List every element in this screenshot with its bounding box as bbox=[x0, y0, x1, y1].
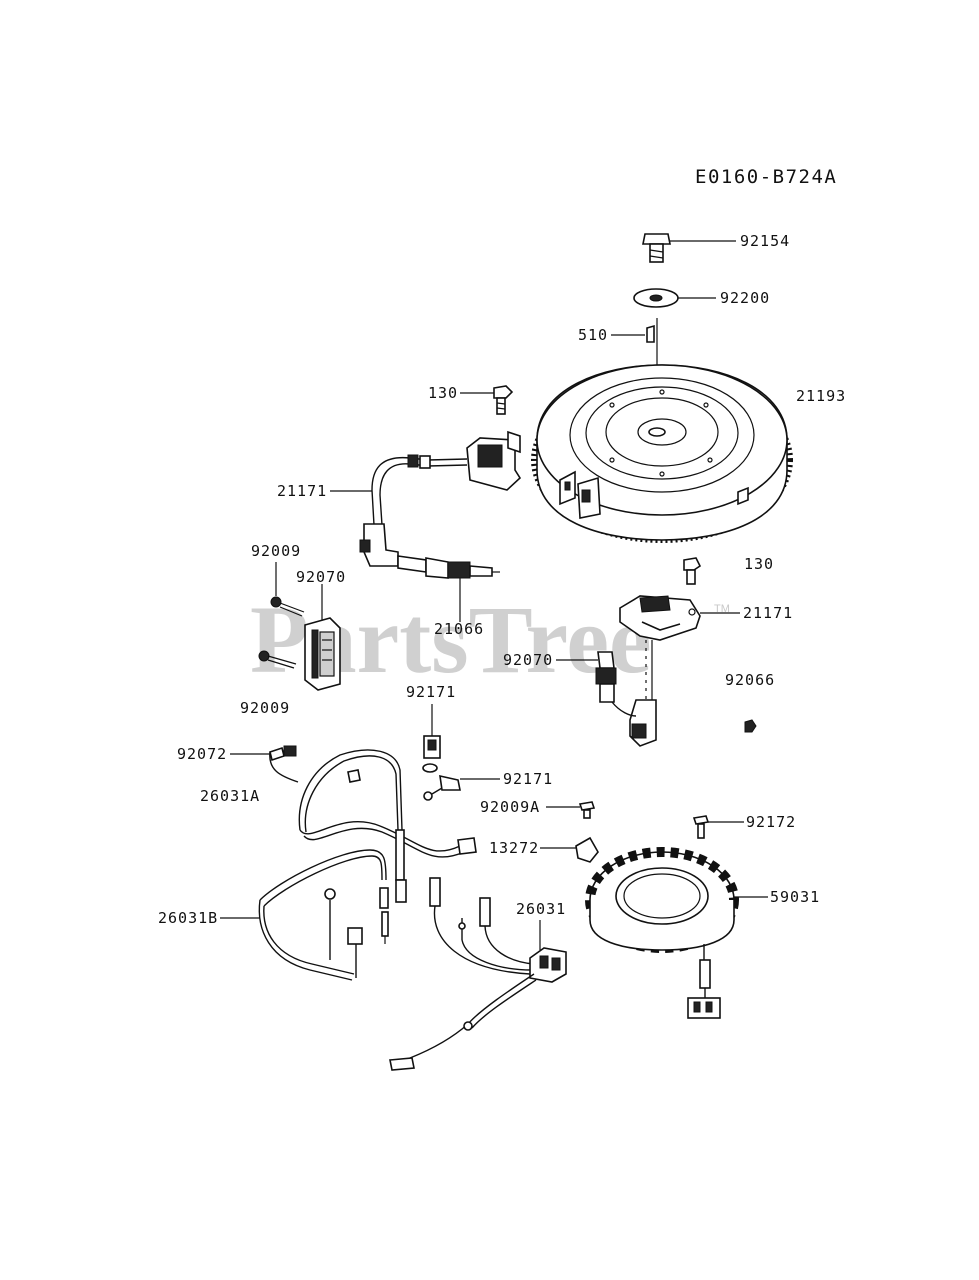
stator-59031-drawing[interactable] bbox=[585, 847, 739, 1019]
screw-92009-lower-drawing[interactable] bbox=[258, 650, 297, 669]
label-13272: 13272 bbox=[489, 839, 539, 857]
label-92066: 92066 bbox=[725, 671, 775, 689]
bolt-130-lower-drawing[interactable] bbox=[683, 557, 702, 585]
label-130-lower: 130 bbox=[744, 555, 774, 573]
label-21193: 21193 bbox=[796, 387, 846, 405]
label-130-upper: 130 bbox=[428, 384, 458, 402]
label-510: 510 bbox=[578, 326, 608, 344]
nut-92066-drawing[interactable] bbox=[744, 719, 757, 733]
label-21066: 92070 bbox=[296, 568, 346, 586]
flywheel-group: 92154 92200 510 21193 bbox=[531, 232, 846, 543]
label-21171-lower: 21171 bbox=[743, 604, 793, 622]
label-92009A: 92009A bbox=[480, 798, 540, 816]
reference-code: E0160-B724A bbox=[695, 166, 837, 188]
harness-26031A-drawing[interactable] bbox=[298, 749, 477, 903]
connector-92171-upper-drawing[interactable] bbox=[422, 735, 441, 773]
flywheel-21193-drawing[interactable] bbox=[531, 364, 793, 543]
label-21171-upper: 21171 bbox=[277, 482, 327, 500]
ignition-coil-upper-group: 130 21171 21066 bbox=[277, 384, 522, 638]
watermark-tm: TM bbox=[714, 603, 730, 615]
washer-92200-drawing[interactable] bbox=[633, 288, 679, 308]
spark-plug-92070-upper-drawing[interactable] bbox=[397, 555, 500, 579]
harness-group: 92171 92171 92072 26031A bbox=[158, 683, 820, 1071]
label-92171-lower: 92171 bbox=[503, 770, 553, 788]
label-92009-lower: 92009 bbox=[240, 699, 290, 717]
terminal-92171-lower-drawing[interactable] bbox=[423, 774, 461, 801]
bolt-92154-drawing[interactable] bbox=[642, 233, 671, 263]
screw-92009-upper-drawing[interactable] bbox=[270, 596, 305, 617]
label-26031: 26031 bbox=[516, 900, 566, 918]
label-92171-upper: 92171 bbox=[406, 683, 456, 701]
label-92070-upper: 21066 bbox=[434, 620, 484, 638]
label-92200: 92200 bbox=[720, 289, 770, 307]
label-59031: 59031 bbox=[770, 888, 820, 906]
harness-26031B-drawing[interactable] bbox=[258, 849, 389, 981]
ignition-coil-lower-group: 130 21171 92070 92066 bbox=[503, 555, 793, 747]
label-92072: 92072 bbox=[177, 745, 227, 763]
key-510-drawing[interactable] bbox=[646, 324, 655, 343]
clamp-92072-drawing[interactable] bbox=[269, 745, 299, 783]
label-92154: 92154 bbox=[740, 232, 790, 250]
label-92172: 92172 bbox=[746, 813, 796, 831]
module-21066-drawing[interactable] bbox=[304, 617, 341, 691]
harness-26031-drawing[interactable] bbox=[389, 877, 567, 1071]
bolt-130-upper-drawing[interactable] bbox=[493, 385, 514, 415]
label-26031B: 26031B bbox=[158, 909, 218, 927]
label-92009-upper: 92009 bbox=[251, 542, 301, 560]
bracket-13272-drawing[interactable] bbox=[575, 836, 599, 863]
spark-plug-92070-lower-drawing[interactable] bbox=[595, 651, 637, 717]
screw-92172-drawing[interactable] bbox=[692, 815, 710, 839]
label-26031A: 26031A bbox=[200, 787, 260, 805]
screw-92009A-drawing[interactable] bbox=[578, 801, 596, 819]
label-92070-lower: 92070 bbox=[503, 651, 553, 669]
ignition-coil-21171-lower-drawing[interactable] bbox=[619, 595, 701, 747]
ignition-coil-21171-upper-drawing[interactable] bbox=[359, 430, 522, 567]
module-21066-group: 92009 92070 92009 bbox=[240, 542, 346, 717]
